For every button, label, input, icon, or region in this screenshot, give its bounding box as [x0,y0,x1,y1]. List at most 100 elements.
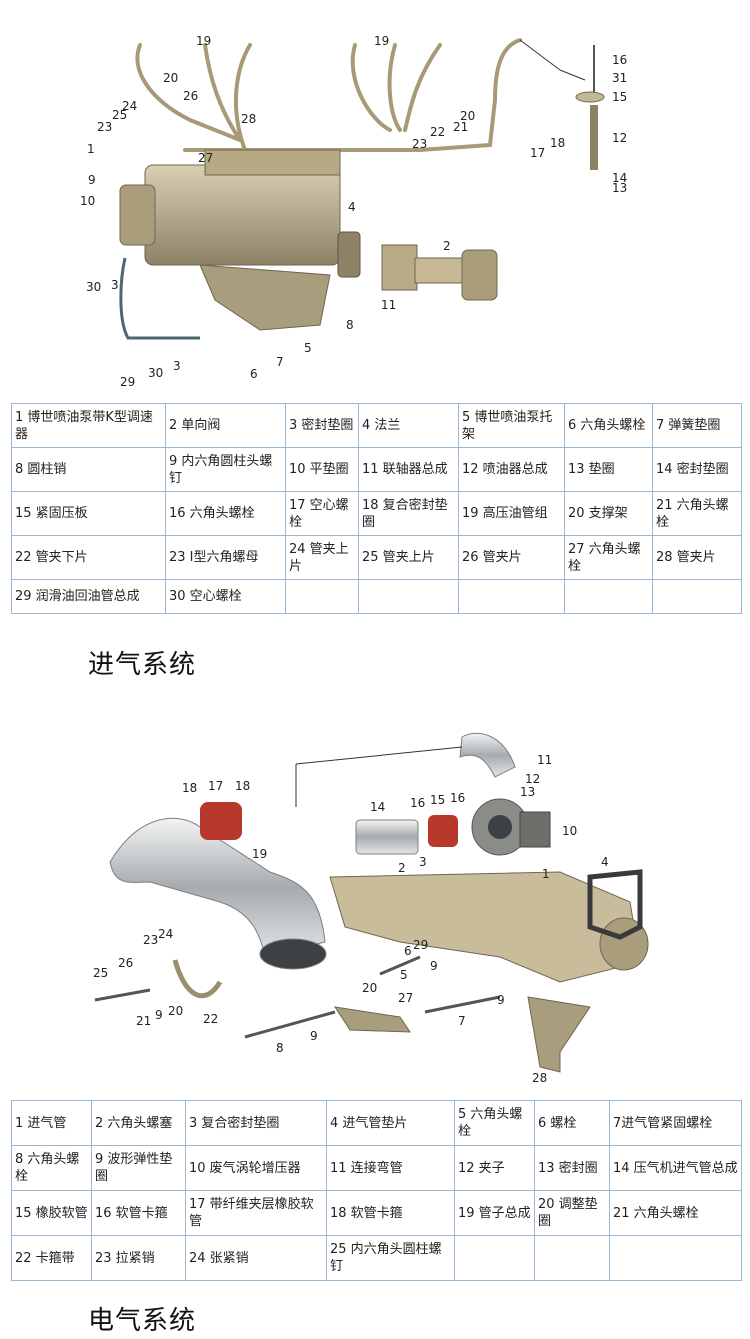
callout-12: 12 [525,772,540,786]
rubber-hose-15 [428,815,458,847]
table-cell: 14 密封垫圈 [652,447,742,492]
table-cell: 19 管子总成 [454,1190,535,1236]
table-cell: 25 管夹上片 [358,535,459,580]
table-cell [358,579,459,614]
callout-25: 25 [93,966,108,980]
callout-12: 12 [612,131,627,145]
table-cell: 14 压气机进气管总成 [609,1145,742,1191]
table-row: 15 橡胶软管 16 软管卡箍 17 带纤维夹层橡胶软管 18 软管卡箍 19 … [11,1190,742,1236]
compressor-intake-pipe [355,819,419,855]
table-cell: 6 螺栓 [534,1100,610,1146]
table-cell: 7 弹簧垫圈 [652,403,742,448]
table-cell: 20 调整垫圈 [534,1190,610,1236]
callout-26: 26 [183,89,198,103]
callout-1: 1 [542,867,550,881]
callout-29: 29 [413,938,428,952]
callout-23: 23 [143,933,158,947]
injector-assembly [575,45,605,170]
table-row: 29 润滑油回油管总成 30 空心螺栓 [11,579,742,614]
bolt-7 [424,995,501,1014]
callout-14: 14 [370,800,385,814]
rubber-hose-17 [200,802,242,840]
intake-gasket [587,869,643,940]
table-cell: 9 波形弹性垫圈 [91,1145,186,1191]
table-cell: 25 内六角头圆柱螺钉 [326,1235,455,1281]
callout-7: 7 [276,355,284,369]
callout-7: 7 [458,1014,466,1028]
callout-8: 8 [276,1041,284,1055]
table-cell: 7进气管紧固螺栓 [609,1100,742,1146]
table-cell: 16 六角头螺栓 [165,491,286,536]
table-cell: 4 法兰 [358,403,459,448]
table-cell: 11 连接弯管 [326,1145,455,1191]
table-row: 15 紧固压板 16 六角头螺栓 17 空心螺栓 18 复合密封垫圈 19 高压… [11,491,742,536]
table-cell: 24 张紧销 [185,1235,327,1281]
table-cell: 13 密封圈 [534,1145,610,1191]
callout-30b: 30 [148,366,163,380]
table-cell: 22 管夹下片 [11,535,166,580]
callout-5: 5 [400,968,408,982]
table-cell: 3 密封垫圈 [285,403,359,448]
table-cell: 15 橡胶软管 [11,1190,92,1236]
callout-14: 14 [612,171,627,185]
bolt-8 [244,1010,336,1039]
fuel-system-diagram: 19 19 20 26 24 25 23 28 27 20 21 22 23 1… [80,34,627,389]
table-cell [652,579,742,614]
callout-13: 13 [520,785,535,799]
callout-24: 24 [158,927,173,941]
fuel-system-parts-table: 1 博世喷油泵带K型调速器 2 单向阀 3 密封垫圈 4 法兰 5 博世喷油泵托… [11,403,742,614]
table-cell: 17 空心螺栓 [285,491,359,536]
callout-9d: 9 [497,993,505,1007]
table-cell: 2 六角头螺塞 [91,1100,186,1146]
table-cell: 30 空心螺栓 [165,579,286,614]
callout-24: 24 [122,99,137,113]
callout-6: 6 [250,367,258,381]
table-cell: 1 进气管 [11,1100,92,1146]
injection-pump [119,149,341,266]
table-cell: 17 带纤维夹层橡胶软管 [185,1190,327,1236]
table-row: 8 六角头螺栓 9 波形弹性垫圈 10 废气涡轮增压器 11 连接弯管 12 夹… [11,1145,742,1191]
table-cell: 22 卡箍带 [11,1235,92,1281]
callout-9: 9 [88,173,96,187]
table-cell: 23 Ⅰ型六角螺母 [165,535,286,580]
table-row: 22 卡箍带 23 拉紧销 24 张紧销 25 内六角头圆柱螺钉 [11,1235,742,1281]
table-cell: 12 夹子 [454,1145,535,1191]
electrical-system-heading: 电气系统 [88,1306,197,1336]
callout-22: 22 [203,1012,218,1026]
table-cell: 24 管夹上片 [285,535,359,580]
table-cell [534,1235,610,1281]
table-cell: 26 管夹片 [458,535,565,580]
table-cell: 27 六角头螺栓 [564,535,653,580]
callout-15: 15 [612,90,627,104]
callout-19: 19 [252,847,267,861]
intake-system-diagram: 11 12 13 10 14 16 15 16 18 17 18 19 1 2 … [93,732,649,1085]
callout-23b: 23 [412,137,427,151]
table-cell: 19 高压油管组 [458,491,565,536]
table-cell: 29 润滑油回油管总成 [11,579,166,614]
callout-26: 26 [118,956,133,970]
callout-16: 16 [612,53,627,67]
callout-28: 28 [532,1071,547,1085]
callout-20b: 20 [460,109,475,123]
callout-22: 22 [430,125,445,139]
callout-9c: 9 [310,1029,318,1043]
table-cell: 3 复合密封垫圈 [185,1100,327,1146]
callout-10: 10 [562,824,577,838]
table-cell: 21 六角头螺栓 [652,491,742,536]
callout-18a: 18 [182,781,197,795]
bracket-28 [527,996,591,1073]
table-cell: 16 软管卡箍 [91,1190,186,1236]
callout-11: 11 [381,298,396,312]
callout-6: 6 [404,944,412,958]
table-row: 8 圆柱销 9 内六角圆柱头螺钉 10 平垫圈 11 联轴器总成 12 喷油器总… [11,447,742,492]
flange [337,231,361,278]
callout-13: 13 [612,181,627,195]
callout-27: 27 [398,991,413,1005]
pipe-assembly [109,817,326,958]
callout-18b: 18 [235,779,250,793]
callout-21: 21 [136,1014,151,1028]
callout-2: 2 [443,239,451,253]
callout-3b: 3 [173,359,181,373]
callout-1: 1 [87,142,95,156]
callout-28: 28 [241,112,256,126]
